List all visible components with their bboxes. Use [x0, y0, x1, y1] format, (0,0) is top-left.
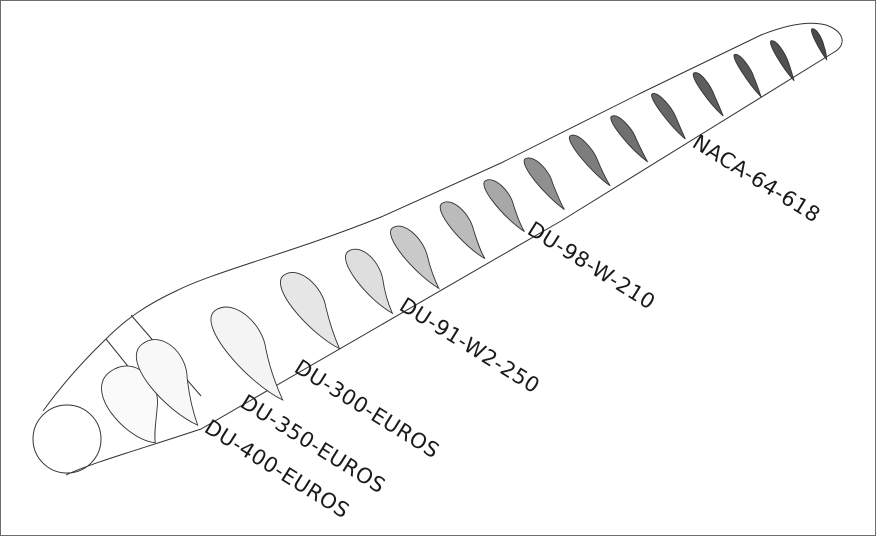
- airfoil-du-350: [135, 339, 199, 426]
- airfoil-naca: [770, 40, 795, 82]
- airfoil-naca: [733, 53, 762, 98]
- airfoil-naca: [568, 134, 611, 187]
- airfoil-du-300: [210, 306, 284, 401]
- label-du-98-w-210: DU-98-W-210: [523, 217, 659, 315]
- airfoil-naca: [811, 28, 828, 61]
- root-circle: [32, 404, 102, 474]
- airfoil-du-91: [280, 272, 341, 350]
- airfoil-naca: [692, 72, 724, 117]
- airfoil-du-98: [523, 157, 565, 210]
- airfoil-naca: [651, 93, 686, 140]
- label-du-91-w2-250: DU-91-W2-250: [395, 293, 544, 398]
- airfoil-naca: [610, 115, 649, 163]
- airfoil-du-98: [439, 201, 486, 260]
- airfoil-du-91: [345, 248, 394, 315]
- airfoil-sections: [101, 28, 828, 444]
- airfoil-du-98: [390, 225, 440, 290]
- blade-outline: [42, 22, 843, 476]
- label-naca-64-618: NACA-64-618: [688, 130, 824, 228]
- airfoil-du-98: [483, 179, 525, 232]
